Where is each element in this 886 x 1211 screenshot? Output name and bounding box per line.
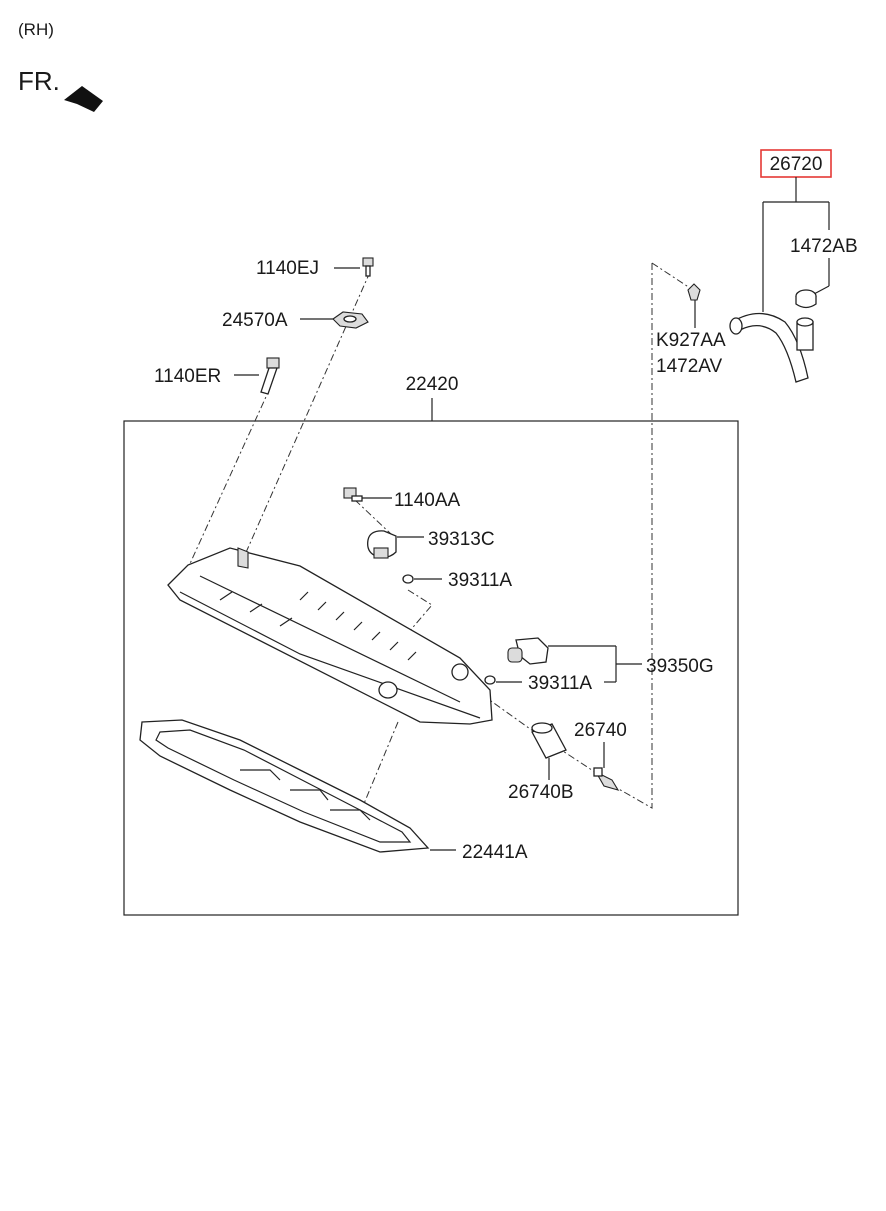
part-label-1140aa[interactable]: 1140AA xyxy=(394,490,461,511)
part-label-22420[interactable]: 22420 xyxy=(406,374,459,395)
part-label-26740b[interactable]: 26740B xyxy=(508,782,574,803)
sensor-icon xyxy=(367,530,397,559)
part-label-26740[interactable]: 26740 xyxy=(574,720,627,741)
cam-sensor-icon xyxy=(507,637,549,665)
part-label-1140er[interactable]: 1140ER xyxy=(154,366,221,387)
part-label-k927aa[interactable]: K927AA xyxy=(656,330,726,351)
clamp-icon xyxy=(795,289,817,309)
part-label-39350g[interactable]: 39350G xyxy=(646,656,714,677)
assembly-frame xyxy=(123,420,739,916)
front-arrow-icon xyxy=(64,86,103,112)
small-bolt-icon xyxy=(343,487,363,502)
dash-line-bolt-er xyxy=(187,387,271,569)
part-label-39311a-2[interactable]: 39311A xyxy=(528,673,592,694)
valve-cover-icon xyxy=(167,547,493,725)
sleeve-icon xyxy=(531,722,567,759)
o-ring-icon xyxy=(402,574,414,584)
leader-1472ab xyxy=(813,285,830,295)
bolt-icon xyxy=(362,257,374,277)
fitting-icon xyxy=(593,767,620,791)
clip-icon xyxy=(687,283,701,301)
long-bolt-icon xyxy=(260,357,280,395)
part-label-26720[interactable]: 26720 xyxy=(770,154,823,175)
front-label: FR. xyxy=(18,66,60,96)
grommet-icon xyxy=(332,311,369,329)
side-indicator: (RH) xyxy=(18,20,54,39)
part-label-22441a[interactable]: 22441A xyxy=(462,842,528,863)
dash-line-1140aa xyxy=(354,499,393,536)
part-label-1472av[interactable]: 1472AV xyxy=(656,356,723,377)
o-ring-icon xyxy=(484,675,496,685)
part-label-1472ab[interactable]: 1472AB xyxy=(790,236,858,257)
dash-line-right xyxy=(616,263,653,809)
breather-hose-icon xyxy=(729,312,814,383)
part-label-1140ej[interactable]: 1140EJ xyxy=(256,258,319,279)
part-label-39311a-1[interactable]: 39311A xyxy=(448,570,512,591)
part-label-39313c[interactable]: 39313C xyxy=(428,529,495,550)
dash-line-k927 xyxy=(651,262,691,289)
part-label-24570a[interactable]: 24570A xyxy=(222,310,288,331)
gasket-icon xyxy=(139,719,430,853)
